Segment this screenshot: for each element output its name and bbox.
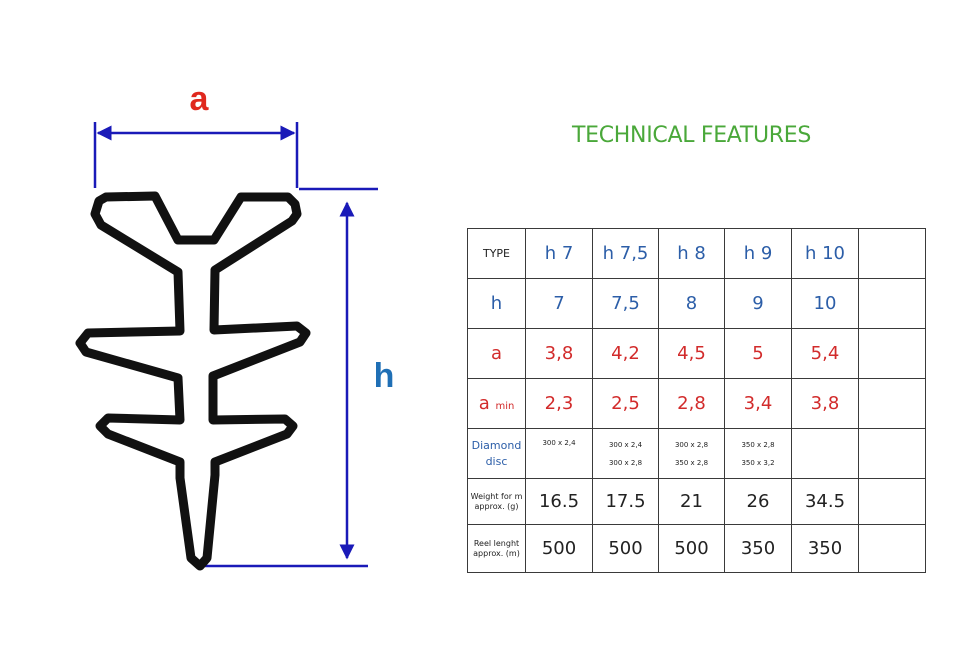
diamond-disc-value: 300 x 2,4 (608, 440, 643, 449)
row-label-type: TYPE (467, 228, 526, 279)
weight-cell: 21 (658, 478, 725, 525)
row-label-a-min-main: a (478, 393, 490, 414)
row-label-weight: Weight for m approx. (g) (467, 478, 526, 525)
a-cell: 3,8 (525, 328, 593, 379)
diamond-disc-value: 300 x 2,8 (608, 458, 643, 467)
diamond-disc-cell: 300 x 2,8 350 x 2,8 (658, 428, 725, 479)
table-row-reel-length: Reel lenght approx. (m) 500 500 500 350 … (467, 524, 926, 573)
diamond-disc-cell: 350 x 2,8 350 x 3,2 (724, 428, 792, 479)
reel-length-cell (858, 524, 926, 573)
row-label-diamond-disc: Diamond disc (467, 428, 526, 479)
diamond-disc-value: 300 x 2,4 (542, 439, 576, 447)
a-cell: 5 (724, 328, 792, 379)
type-cell (858, 228, 926, 279)
diamond-disc-value: 300 x 2,8 (674, 440, 709, 449)
table-row-a-min: a min 2,3 2,5 2,8 3,4 3,8 (467, 378, 926, 429)
width-label: a (190, 80, 210, 118)
diamond-disc-value: 350 x 2,8 (741, 440, 775, 449)
reel-length-cell: 350 (724, 524, 792, 573)
table-row-diamond-disc: Diamond disc 300 x 2,4 300 x 2,4 300 x 2… (467, 428, 926, 479)
a-cell: 4,2 (592, 328, 659, 379)
a-min-cell (858, 378, 926, 429)
h-cell (858, 278, 926, 329)
type-cell: h 9 (724, 228, 792, 279)
row-label-reel-length: Reel lenght approx. (m) (467, 524, 526, 573)
profile-drawing: a h (75, 80, 395, 571)
row-label-a-min: a min (467, 378, 526, 429)
h-cell: 10 (791, 278, 859, 329)
width-dimension: a (93, 80, 299, 188)
height-dimension: h (205, 187, 395, 568)
weight-cell: 26 (724, 478, 792, 525)
h-cell: 7 (525, 278, 593, 329)
a-min-cell: 3,8 (791, 378, 859, 429)
h-cell: 8 (658, 278, 725, 329)
reel-length-cell: 500 (525, 524, 593, 573)
weight-cell (858, 478, 926, 525)
a-min-cell: 2,3 (525, 378, 593, 429)
a-min-cell: 3,4 (724, 378, 792, 429)
row-label-a-min-sub: min (495, 401, 515, 412)
page-title: TECHNICAL FEATURES (572, 123, 812, 148)
weight-cell: 17.5 (592, 478, 659, 525)
height-label: h (374, 357, 395, 395)
diamond-disc-cell (858, 428, 926, 479)
a-cell: 4,5 (658, 328, 725, 379)
table-row-weight: Weight for m approx. (g) 16.5 17.5 21 26… (467, 478, 926, 525)
h-cell: 9 (724, 278, 792, 329)
diamond-disc-cell: 300 x 2,4 300 x 2,8 (592, 428, 659, 479)
a-cell (858, 328, 926, 379)
reel-length-cell: 350 (791, 524, 859, 573)
reel-length-cell: 500 (658, 524, 725, 573)
a-min-cell: 2,5 (592, 378, 659, 429)
a-cell: 5,4 (791, 328, 859, 379)
technical-features-table: TYPE h 7 h 7,5 h 8 h 9 h 10 h 7 7,5 8 9 … (467, 228, 926, 573)
h-cell: 7,5 (592, 278, 659, 329)
diamond-disc-cell: 300 x 2,4 (525, 428, 593, 479)
row-label-a: a (467, 328, 526, 379)
a-min-cell: 2,8 (658, 378, 725, 429)
diamond-disc-cell (791, 428, 859, 479)
table-row-type: TYPE h 7 h 7,5 h 8 h 9 h 10 (467, 228, 926, 279)
weight-cell: 34.5 (791, 478, 859, 525)
weight-cell: 16.5 (525, 478, 593, 525)
diamond-disc-value: 350 x 3,2 (741, 458, 775, 467)
diamond-disc-value: 350 x 2,8 (674, 458, 709, 467)
type-cell: h 7 (525, 228, 593, 279)
table-row-h: h 7 7,5 8 9 10 (467, 278, 926, 329)
type-cell: h 10 (791, 228, 859, 279)
table-row-a: a 3,8 4,2 4,5 5 5,4 (467, 328, 926, 379)
type-cell: h 8 (658, 228, 725, 279)
seal-profile-outline (75, 191, 311, 571)
type-cell: h 7,5 (592, 228, 659, 279)
row-label-h: h (467, 278, 526, 329)
reel-length-cell: 500 (592, 524, 659, 573)
